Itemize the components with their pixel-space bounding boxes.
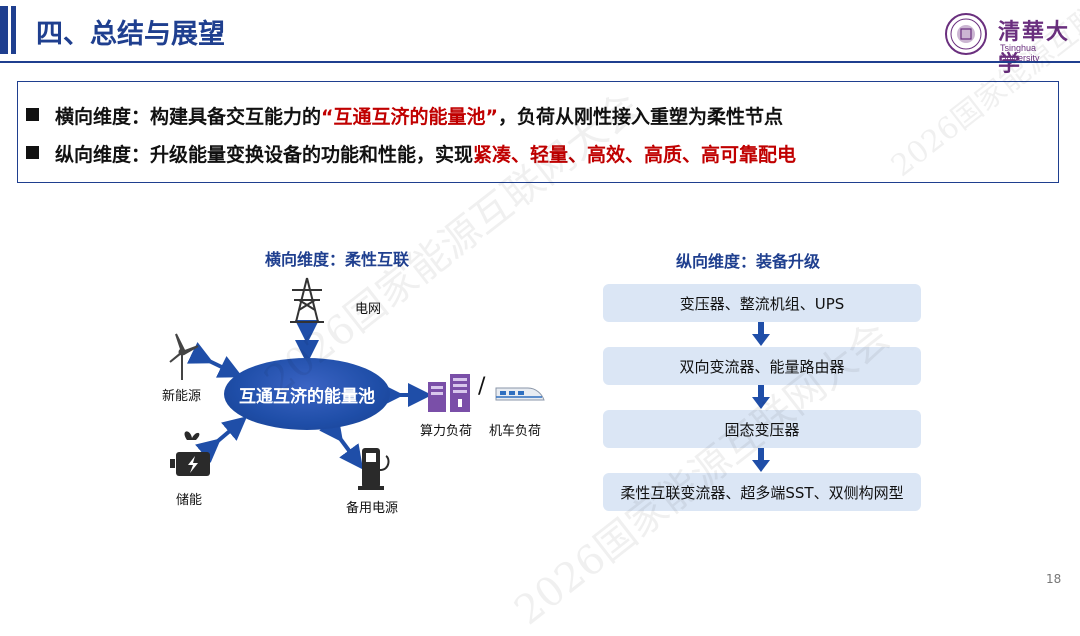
left-diagram-graphics	[169, 277, 770, 490]
node-label-compute: 算力负荷	[420, 424, 473, 439]
stage-2: 双向变流器、能量路由器	[603, 347, 921, 385]
wind-turbine-icon	[169, 333, 199, 380]
bullet-square-icon	[26, 108, 39, 121]
stage-4: 柔性互联变流器、超多端SST、双侧构网型	[603, 473, 921, 511]
connector-storage	[195, 416, 248, 463]
right-diagram-title: 纵向维度：装备升级	[676, 252, 821, 271]
connector-renewable	[186, 341, 243, 378]
university-logo: 清華大学 Tsinghua University	[944, 12, 1072, 77]
charging-station-icon	[358, 448, 390, 490]
node-label-backup: 备用电源	[346, 501, 399, 516]
stage-3: 固态变压器	[603, 410, 921, 448]
summary-line2-highlight: 紧凑、轻量、高效、高质、高可靠配电	[473, 144, 797, 166]
summary-line2-prefix: 纵向维度：升级能量变换设备的功能和性能，实现	[55, 144, 474, 166]
bullet-square-icon	[26, 146, 39, 159]
header-accent-bar-thin	[11, 6, 16, 54]
page-number: 18	[1046, 572, 1062, 586]
node-separator: /	[478, 374, 486, 399]
page-title: 四、总结与展望	[36, 19, 225, 50]
node-label-storage: 储能	[176, 493, 203, 508]
header-divider	[0, 61, 1080, 63]
summary-line1-highlight: “互通互济的能量池”	[321, 106, 498, 128]
summary-box	[17, 81, 1059, 183]
summary-line1-suffix: ，负荷从刚性接入重塑为柔性节点	[498, 106, 784, 128]
slide-header: 四、总结与展望 清華大学 Tsinghua University	[0, 0, 1080, 77]
server-rack-icon	[428, 374, 470, 412]
node-label-renewable: 新能源	[162, 389, 202, 404]
connector-backup	[319, 416, 364, 470]
energy-pool-hub: 互通互济的能量池	[224, 358, 390, 430]
node-label-train: 机车负荷	[489, 424, 542, 439]
arrow-down-1	[752, 322, 770, 346]
summary-bullet-horizontal: 横向维度：构建具备交互能力的“互通互济的能量池”，负荷从刚性接入重塑为柔性节点	[26, 102, 783, 129]
high-speed-train-icon	[495, 387, 545, 401]
summary-line1-prefix: 横向维度：构建具备交互能力的	[55, 106, 322, 128]
logo-name: 清華大学	[998, 19, 1071, 77]
header-accent-bar	[0, 6, 8, 54]
summary-bullet-vertical: 纵向维度：升级能量变换设备的功能和性能，实现紧凑、轻量、高效、高质、高可靠配电	[26, 140, 796, 167]
battery-storage-icon	[170, 431, 210, 476]
stage-1: 变压器、整流机组、UPS	[603, 284, 921, 322]
arrow-down-3	[752, 448, 770, 472]
power-tower-icon	[290, 277, 324, 323]
university-seal-icon	[945, 13, 987, 55]
left-diagram-title: 横向维度：柔性互联	[265, 250, 410, 269]
node-label-grid: 电网	[355, 302, 382, 317]
logo-subtitle: Tsinghua University	[1000, 43, 1040, 63]
arrow-down-2	[752, 385, 770, 409]
